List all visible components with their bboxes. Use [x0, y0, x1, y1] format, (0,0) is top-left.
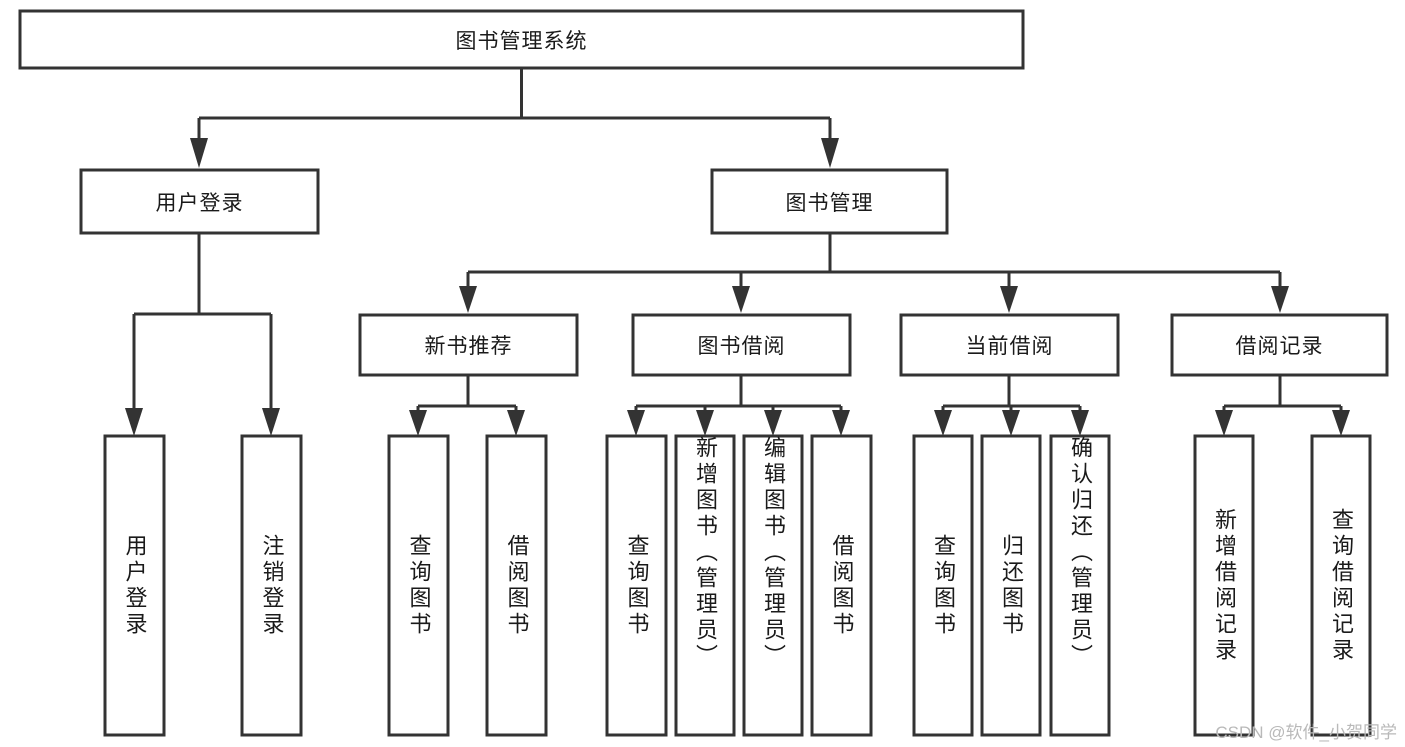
node-user-login-box[interactable] — [79, 168, 320, 235]
connector-newbook-to-leaves — [409, 375, 525, 436]
leaf-box-borrow-record-0[interactable] — [1193, 434, 1255, 737]
leaf-box-new-book-1[interactable] — [485, 434, 548, 737]
connector-root-to-level2 — [190, 68, 839, 168]
leaf-box-borrow-record-1[interactable] — [1310, 434, 1372, 737]
connector-borrowrecord-to-leaves — [1215, 375, 1350, 436]
node-book-borrow-box[interactable] — [631, 313, 852, 377]
leaf-box-current-borrow-0[interactable] — [912, 434, 974, 737]
leaf-box-current-borrow-1[interactable] — [980, 434, 1042, 737]
leaf-box-book-borrow-1[interactable] — [674, 434, 736, 737]
node-new-book-recommend-box[interactable] — [358, 313, 579, 377]
leaf-box-book-borrow-2[interactable] — [742, 434, 804, 737]
connector-currentborrow-to-leaves — [934, 375, 1089, 436]
leaf-box-current-borrow-2[interactable] — [1049, 434, 1111, 737]
leaf-box-user-login-1[interactable] — [240, 434, 303, 737]
leaf-box-book-borrow-3[interactable] — [810, 434, 873, 737]
leaf-box-new-book-0[interactable] — [387, 434, 450, 737]
connector-bookmgmt-to-level3 — [459, 233, 1289, 313]
node-current-borrow-box[interactable] — [899, 313, 1120, 377]
node-root-box[interactable] — [18, 9, 1025, 70]
node-borrow-record-box[interactable] — [1170, 313, 1389, 377]
node-book-management-box[interactable] — [710, 168, 949, 235]
leaf-box-book-borrow-0[interactable] — [605, 434, 668, 737]
connector-userlogin-to-leaves — [125, 233, 280, 436]
connector-bookborrow-to-leaves — [627, 375, 850, 436]
leaf-box-user-login-0[interactable] — [103, 434, 166, 737]
